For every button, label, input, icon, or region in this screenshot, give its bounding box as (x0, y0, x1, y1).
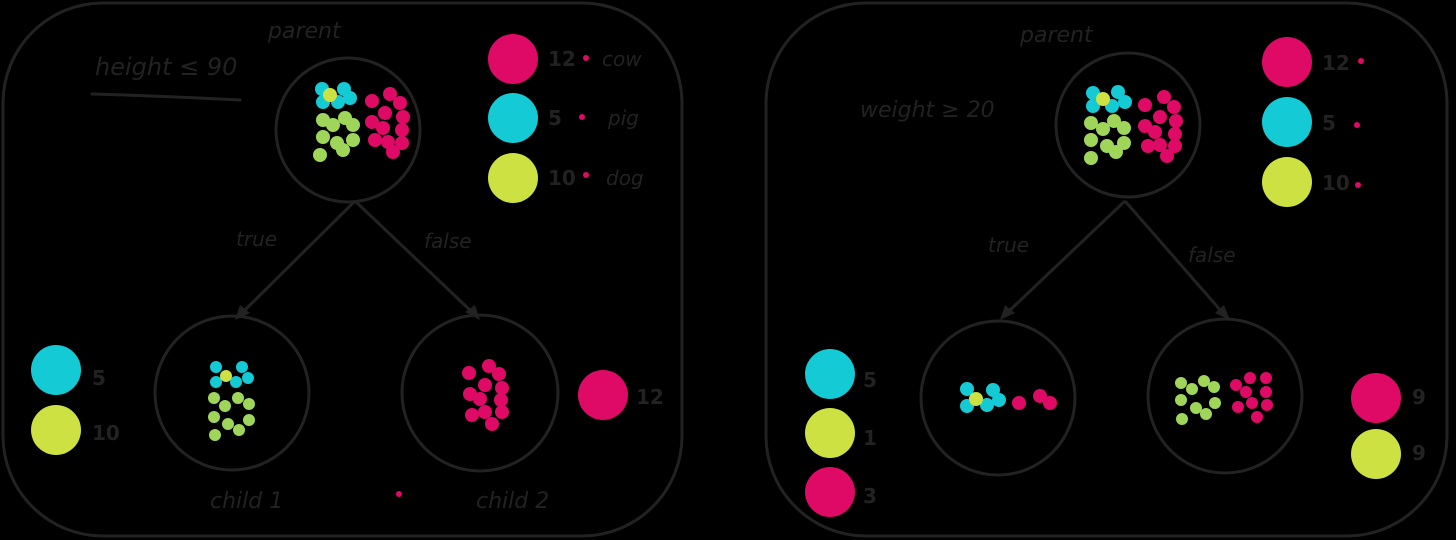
right-false-label: false (1188, 243, 1236, 267)
left-legend: 12 cow 5 pig 10 dog (488, 34, 644, 203)
right-legend: 12 5 10 (1262, 37, 1364, 207)
right-condition-label: weight ≥ 20 (860, 98, 995, 123)
right-child1-dots (960, 382, 1057, 413)
left-child1-counts: 5 10 (31, 345, 120, 455)
right-child2-node (1146, 317, 1304, 475)
legend-cow-count: 12 (548, 47, 576, 71)
count-cow-swatch (1351, 373, 1401, 423)
legend-cow-count: 12 (1322, 51, 1350, 75)
legend-dot (583, 55, 589, 61)
legend-pig-swatch (488, 93, 538, 143)
right-child1-counts: 5 1 3 (805, 349, 877, 517)
count-dog-swatch (805, 408, 855, 458)
left-child2-node (400, 313, 560, 473)
count-cow-value: 12 (636, 385, 664, 409)
legend-cow-swatch (1262, 37, 1312, 87)
left-child1-dots (208, 361, 255, 441)
count-pig-value: 5 (92, 366, 106, 390)
left-child2-dots (462, 359, 509, 431)
arrowhead-icon (1000, 305, 1015, 320)
count-dog-value: 9 (1412, 441, 1426, 465)
left-true-label: true (236, 227, 277, 251)
legend-pig-count: 5 (1322, 111, 1336, 135)
legend-cow-swatch (488, 34, 538, 84)
left-child2-counts: 12 (578, 370, 664, 420)
legend-dog-count: 10 (548, 166, 576, 190)
legend-dot (1355, 182, 1361, 188)
right-true-label: true (988, 233, 1029, 257)
legend-dog-label: dog (606, 166, 644, 190)
count-pig-swatch (31, 345, 81, 395)
right-child2-counts: 9 9 (1351, 373, 1426, 479)
right-parent-dots (1084, 85, 1183, 165)
count-dog-swatch (1351, 429, 1401, 479)
legend-pig-swatch (1262, 97, 1312, 147)
right-child1-node (919, 319, 1077, 477)
left-panel: height ≤ 90 parent 12 cow (1, 1, 684, 538)
right-panel-frame (764, 1, 1449, 538)
count-dog-value: 10 (92, 421, 120, 445)
left-child2-label: child 2 (476, 489, 549, 514)
legend-pig-label: pig (607, 106, 639, 130)
right-panel: weight ≥ 20 parent 12 5 10 (764, 1, 1449, 538)
left-false-label: false (424, 229, 472, 253)
left-condition-underline (90, 92, 242, 102)
count-pig-swatch (805, 349, 855, 399)
left-condition-label: height ≤ 90 (95, 53, 237, 81)
legend-cow-label: cow (602, 47, 642, 71)
right-parent-label: parent (1019, 23, 1094, 48)
stray-dot (396, 491, 402, 497)
count-cow-swatch (805, 467, 855, 517)
legend-dot (1354, 122, 1360, 128)
right-parent-node (1054, 51, 1202, 199)
legend-dog-swatch (488, 153, 538, 203)
left-child1-label: child 1 (210, 489, 283, 514)
legend-dot (579, 114, 585, 120)
legend-dot (1358, 58, 1364, 64)
right-true-edge (1006, 199, 1127, 314)
right-false-edge (1123, 200, 1224, 313)
count-dog-swatch (31, 405, 81, 455)
count-cow-swatch (578, 370, 628, 420)
left-parent-dots (313, 82, 410, 162)
right-child2-dots (1175, 372, 1273, 425)
legend-dog-swatch (1262, 157, 1312, 207)
arrowhead-icon (1215, 305, 1230, 320)
count-cow-value: 9 (1412, 385, 1426, 409)
left-panel-frame (1, 1, 684, 538)
count-cow-value: 3 (863, 484, 877, 508)
left-false-edge (353, 199, 474, 314)
legend-pig-count: 5 (548, 106, 562, 130)
count-dog-value: 1 (863, 426, 877, 450)
left-true-edge (241, 199, 357, 314)
left-parent-node (274, 56, 422, 204)
left-parent-label: parent (267, 19, 342, 44)
left-child1-node (153, 314, 311, 472)
legend-dot (583, 172, 589, 178)
legend-dog-count: 10 (1322, 171, 1350, 195)
count-pig-value: 5 (863, 368, 877, 392)
